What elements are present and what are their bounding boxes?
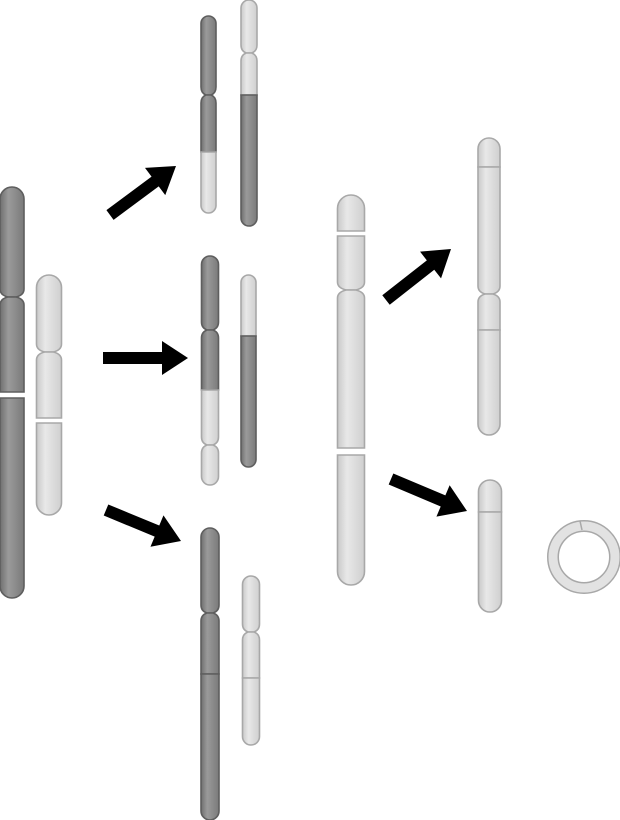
chromosome-segment — [35, 351, 63, 419]
chromosome-segment — [477, 329, 501, 436]
chromosome-light-original — [35, 274, 63, 516]
chromosome-segment — [240, 0, 258, 54]
chromosome-segment — [35, 274, 63, 353]
chromosome-segment — [336, 194, 366, 232]
chromosome-acentric — [240, 274, 257, 468]
chromosome-dark-original — [0, 186, 25, 599]
chromosome-segment — [240, 274, 257, 337]
chromosome-segment — [200, 94, 217, 153]
chromosome-segment — [200, 329, 220, 391]
chromosome-segment — [200, 389, 220, 446]
arrow-icon — [388, 473, 467, 517]
chromosome-segment — [477, 293, 501, 331]
chromosome-right-rearranged — [477, 137, 501, 436]
chromosome-segment — [241, 631, 261, 679]
arrow-icon — [103, 504, 181, 547]
chromosome-segment — [0, 186, 25, 298]
chromosome-segment — [477, 166, 501, 295]
chromosome-right-original — [336, 194, 366, 586]
chromosome-segment — [477, 137, 501, 168]
chromosome-dicentric — [200, 255, 220, 486]
arrow-icon — [382, 249, 451, 305]
chromosome-segment — [0, 397, 25, 599]
chromosome-light-bottom — [241, 575, 261, 746]
chromosome-segment — [200, 255, 220, 331]
chromosome-segment — [200, 673, 220, 820]
chromosome-segment — [336, 289, 366, 449]
ring-chromosome-icon — [547, 520, 620, 594]
arrow-icon — [106, 166, 176, 220]
chromosome-dark-bottom — [200, 527, 220, 820]
chromosome-segment — [336, 235, 366, 291]
chromosome-segment — [240, 94, 258, 227]
chromosome-segment — [240, 52, 258, 96]
chromosome-segment — [0, 296, 25, 393]
chromosome-segment — [200, 612, 220, 675]
chromosome-segment — [241, 677, 261, 746]
chromosome-segment — [241, 575, 261, 633]
chromosome-segment — [336, 454, 366, 586]
chromosome-segment — [200, 15, 217, 96]
chromosome-segment — [200, 444, 220, 486]
chromosome-light-translocated-top — [240, 0, 258, 227]
chromosome-segment — [35, 422, 63, 516]
chromosome-segment — [200, 527, 220, 614]
chromosome-segment — [240, 335, 257, 468]
chromosome-dark-translocated-top — [200, 15, 217, 214]
chromosome-segment — [200, 151, 217, 214]
chromosome-fragment — [477, 479, 503, 613]
chromosome-segment — [477, 479, 503, 513]
chromosome-segment — [477, 511, 503, 613]
arrow-icon — [103, 341, 188, 375]
